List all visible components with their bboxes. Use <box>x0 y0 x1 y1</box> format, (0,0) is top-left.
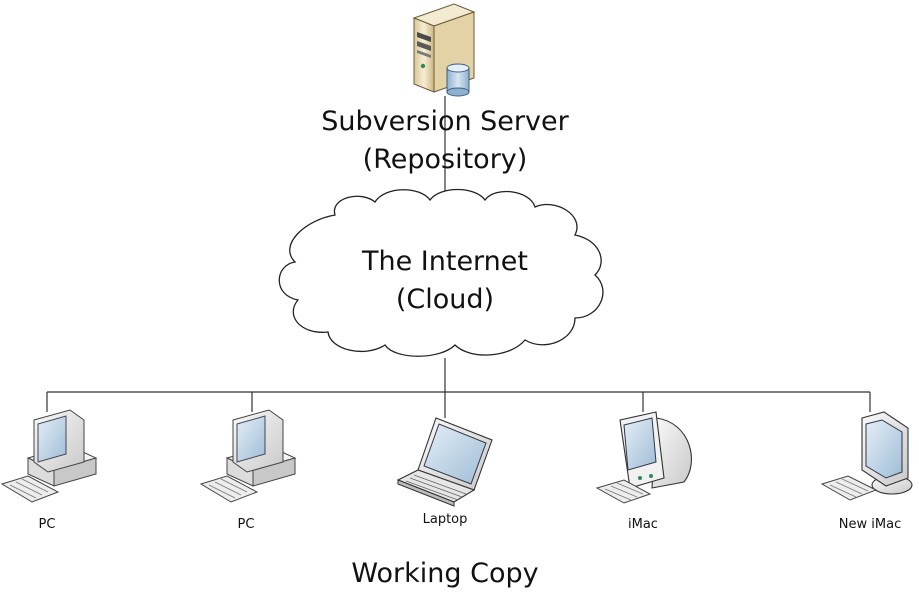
imac-icon <box>595 411 692 504</box>
desktop-pc-icon <box>0 409 98 503</box>
desktop-pc-icon <box>199 409 297 503</box>
client-label-pc-1: PC <box>39 517 56 532</box>
connection-lines <box>46 96 871 418</box>
laptop-icon <box>396 417 493 507</box>
cloud-label-line1: The Internet <box>361 246 528 277</box>
client-label-pc-2: PC <box>238 517 255 532</box>
cloud-label-line2: (Cloud) <box>396 284 494 315</box>
working-copy-label: Working Copy <box>351 558 538 589</box>
client-label-imac: iMac <box>628 517 658 532</box>
cloud-icon <box>278 188 604 357</box>
server-with-database-icon <box>412 3 476 97</box>
client-label-laptop: Laptop <box>423 512 468 527</box>
server-label-line1: Subversion Server <box>321 106 569 137</box>
server-label-line2: (Repository) <box>363 144 528 175</box>
new-imac-icon <box>820 411 913 501</box>
client-label-new-imac: New iMac <box>839 517 901 532</box>
